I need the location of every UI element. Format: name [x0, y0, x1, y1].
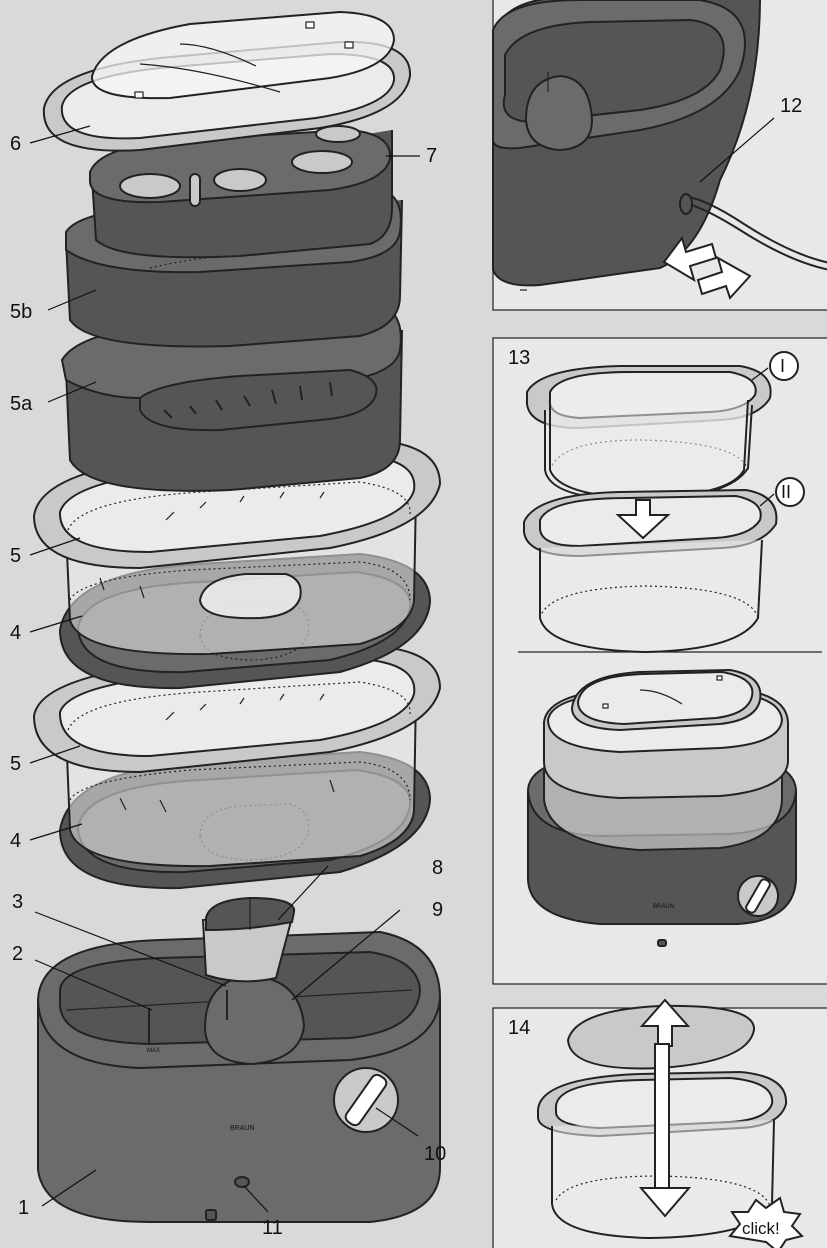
panel-12: 12 [492, 0, 827, 311]
label-part-8: 8 [432, 857, 443, 879]
part-labels: 6 7 5b 5a 5 4 5 4 8 3 9 2 10 11 1 [10, 133, 446, 1239]
brand-mark: BRAUN [230, 1125, 255, 1132]
label-part-2: 2 [12, 943, 23, 965]
base-unit: MAX BRAUN [36, 930, 442, 1223]
heat-dome [203, 974, 306, 1066]
label-part-10: 10 [424, 1143, 446, 1165]
label-part-4-upper: 4 [10, 622, 21, 644]
leader-lines [29, 125, 420, 1213]
lid [42, 10, 412, 152]
label-part-5a: 5a [10, 393, 33, 415]
panel-13: 13 I II BRAUN [492, 337, 827, 985]
label-part-9: 9 [432, 899, 443, 921]
label-part-12: 12 [780, 95, 802, 117]
marker-2-circle [775, 477, 805, 507]
label-part-11: 11 [262, 1217, 283, 1239]
brand-mark-small: BRAUN [653, 904, 674, 910]
label-part-3: 3 [12, 891, 23, 913]
marker-1-label: I [780, 356, 785, 376]
label-part-5b: 5b [10, 301, 32, 323]
max-mark: MAX [147, 1048, 160, 1054]
panel-14: 14 click! [492, 998, 827, 1248]
label-part-1: 1 [18, 1197, 29, 1219]
label-part-6: 6 [10, 133, 21, 155]
marker-2-label: II [781, 482, 791, 502]
label-part-7: 7 [426, 145, 437, 167]
panel-14-number: 14 [508, 1017, 530, 1039]
egg-tray [89, 125, 393, 259]
click-burst [728, 1196, 804, 1248]
label-part-5-upper: 5 [10, 545, 21, 567]
water-insert [201, 896, 296, 983]
marker-1-circle [769, 351, 799, 381]
label-part-4-lower: 4 [10, 830, 21, 852]
indicator-light [234, 1176, 250, 1188]
panel-13-number: 13 [508, 347, 530, 369]
label-part-5-lower: 5 [10, 753, 21, 775]
click-label: click! [742, 1219, 780, 1238]
